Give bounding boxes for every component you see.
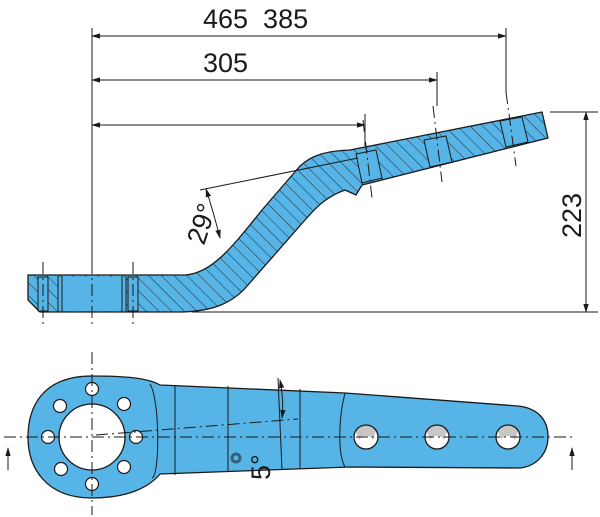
plan-view: 5°	[4, 352, 575, 515]
bolt-hole-8	[52, 398, 68, 414]
dim-text-29-deg: 29°	[181, 200, 222, 248]
dim-text-465-385: 465 385	[203, 4, 308, 34]
arm-holes-plan	[353, 424, 521, 450]
dimension-lines	[91, 28, 598, 313]
dim-text-5-deg: 5°	[246, 454, 276, 480]
dim-text-305: 305	[203, 48, 248, 78]
bolt-hole-4	[116, 459, 132, 475]
dim-arc-5	[278, 379, 286, 419]
dim-arc-29	[205, 188, 221, 239]
dim-text-223: 223	[557, 193, 587, 238]
side-view-body	[27, 111, 549, 313]
arm-hole-3	[499, 116, 529, 148]
arm-hole-1	[355, 149, 383, 184]
bolt-hole-6	[53, 461, 69, 477]
side-view	[27, 91, 549, 328]
bolt-hole-2	[116, 396, 132, 412]
